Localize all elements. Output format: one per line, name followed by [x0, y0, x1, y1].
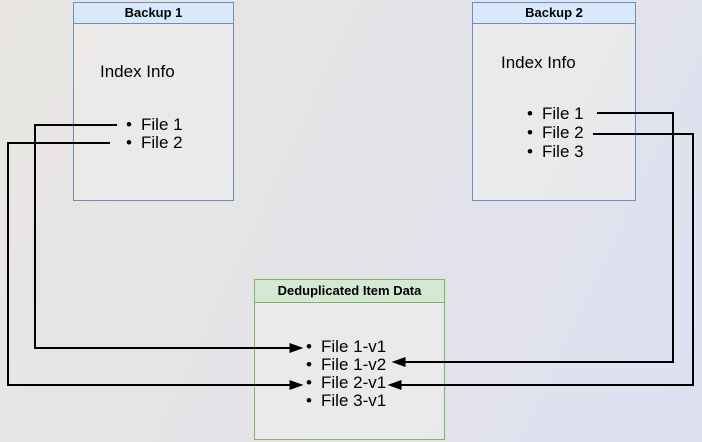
list-item-file1-v2: File 1-v2	[306, 356, 386, 375]
backup1-box: Backup 1 Index Info File 1 File 2	[73, 2, 234, 201]
backup2-file-list: File 1 File 2 File 3	[527, 104, 584, 161]
list-item-file2: File 2	[527, 123, 584, 142]
list-item-file2: File 2	[126, 134, 183, 153]
list-item-file2-v1: File 2-v1	[306, 374, 386, 393]
dedup-title: Deduplicated Item Data	[255, 280, 444, 303]
backup2-title: Backup 2	[473, 3, 635, 24]
list-item-file1-v1: File 1-v1	[306, 338, 386, 357]
list-item-file1: File 1	[527, 104, 584, 123]
list-item-file3-v1: File 3-v1	[306, 392, 386, 411]
backup2-index-label: Index Info	[501, 53, 576, 72]
backup1-index-label: Index Info	[100, 62, 175, 81]
list-item-file1: File 1	[126, 116, 183, 135]
list-item-file3: File 3	[527, 142, 584, 161]
backup2-box: Backup 2 Index Info File 1 File 2 File 3	[472, 2, 636, 201]
backup1-title: Backup 1	[74, 3, 233, 24]
deduplicated-item-data-box: Deduplicated Item Data File 1-v1 File 1-…	[254, 279, 445, 440]
backup1-file-list: File 1 File 2	[126, 116, 183, 153]
dedup-file-list: File 1-v1 File 1-v2 File 2-v1 File 3-v1	[306, 338, 386, 411]
